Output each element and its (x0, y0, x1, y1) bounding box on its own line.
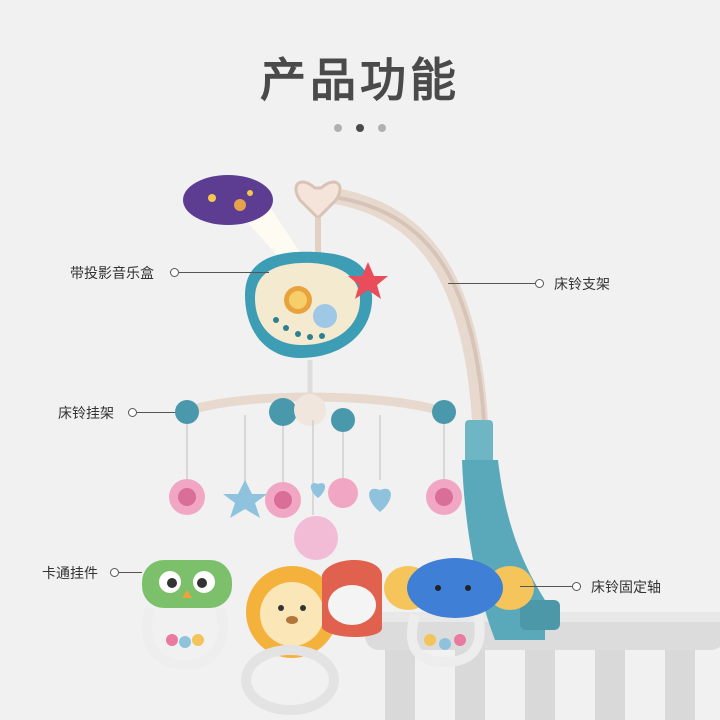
callout-arm: 床铃支架 (554, 274, 610, 294)
callout-marker (110, 568, 119, 577)
page-title: 产品功能 (260, 53, 460, 107)
callout-label-axle: 床铃固定轴 (591, 580, 661, 596)
callout-axle: 床铃固定轴 (591, 577, 661, 597)
pagination-dot-2-active[interactable] (356, 124, 364, 132)
pagination-dot-1[interactable] (334, 124, 342, 132)
callout-leader-line (448, 283, 535, 284)
carousel-pagination (0, 124, 720, 132)
hanger-frame-graphic (175, 360, 456, 432)
callout-leader-line (137, 412, 175, 413)
cartoon-toys-graphic (141, 558, 534, 715)
callout-leader-line (520, 586, 572, 587)
music-box-graphic (245, 251, 388, 358)
mobile-arm-graphic (294, 180, 488, 428)
callout-hanger: 床铃挂架 (58, 403, 114, 423)
callout-marker (535, 279, 544, 288)
callout-label-hanger: 床铃挂架 (58, 406, 114, 422)
callout-cartoon-toys: 卡通挂件 (42, 563, 98, 583)
callout-marker (572, 582, 581, 591)
callout-label-projector: 带投影音乐盒 (70, 266, 154, 282)
callout-leader-line (179, 272, 269, 273)
callout-label-arm: 床铃支架 (554, 277, 610, 293)
hanging-ornaments-graphic (169, 478, 462, 560)
callout-label-toys: 卡通挂件 (42, 566, 98, 582)
callout-marker (170, 268, 179, 277)
callout-projector-music-box: 带投影音乐盒 (70, 263, 154, 283)
callout-leader-line (119, 572, 142, 573)
callout-marker (128, 408, 137, 417)
pagination-dot-3[interactable] (378, 124, 386, 132)
